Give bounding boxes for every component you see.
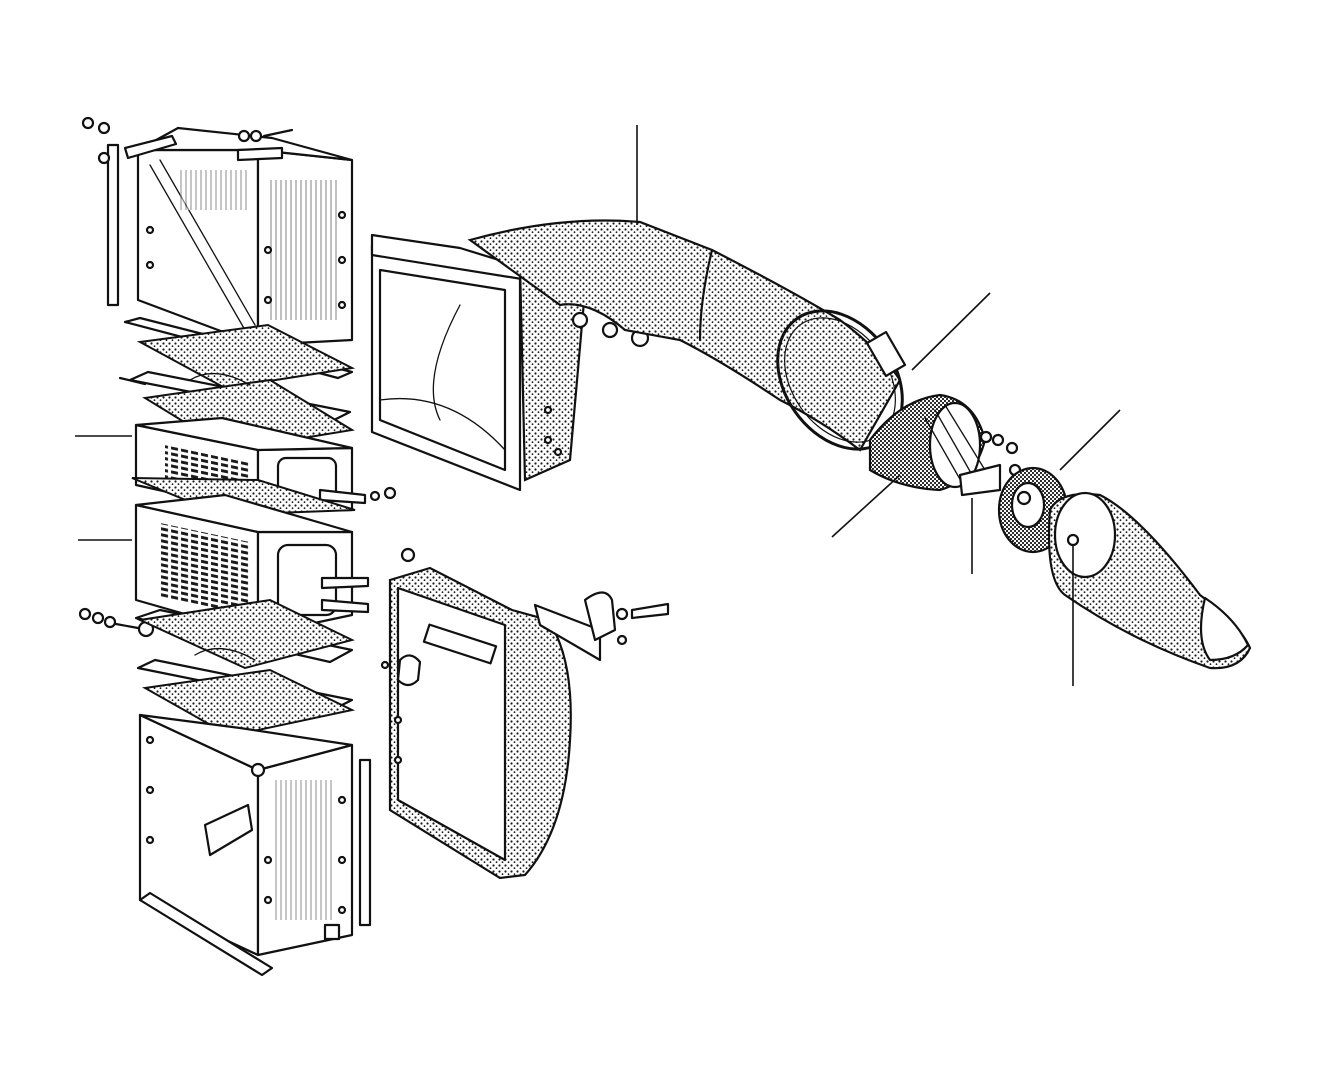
outlet-nozzle [1047,491,1252,686]
lower-gaskets [78,598,356,738]
lower-heater-box [138,713,372,977]
inlet-funnel [370,233,650,492]
side-cover-plate [380,547,572,880]
upper-heater-box [81,116,354,347]
fan-motor [831,393,1022,574]
bracket-and-bolt [533,591,670,662]
upper-gaskets [118,316,356,452]
